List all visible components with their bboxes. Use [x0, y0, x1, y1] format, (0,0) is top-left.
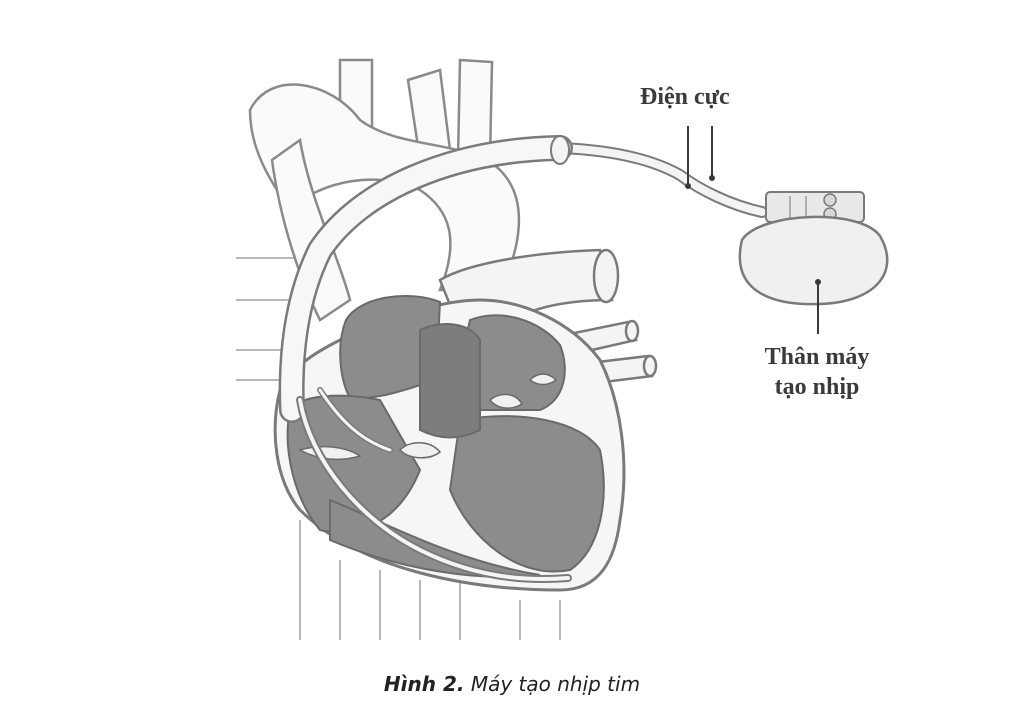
- figure-title: Máy tạo nhịp tim: [471, 672, 640, 696]
- device-body-label-line1: Thân máy: [752, 342, 882, 372]
- device-body-label-line2: tạo nhịp: [752, 372, 882, 402]
- device-body-label: Thân máy tạo nhịp: [752, 342, 882, 402]
- electrode-label: Điện cực: [640, 82, 730, 112]
- figure-caption: Hình 2. Máy tạo nhịp tim: [0, 672, 1024, 696]
- device-can: [740, 217, 887, 304]
- septum: [420, 324, 480, 437]
- figure-number: Hình 2.: [384, 672, 465, 696]
